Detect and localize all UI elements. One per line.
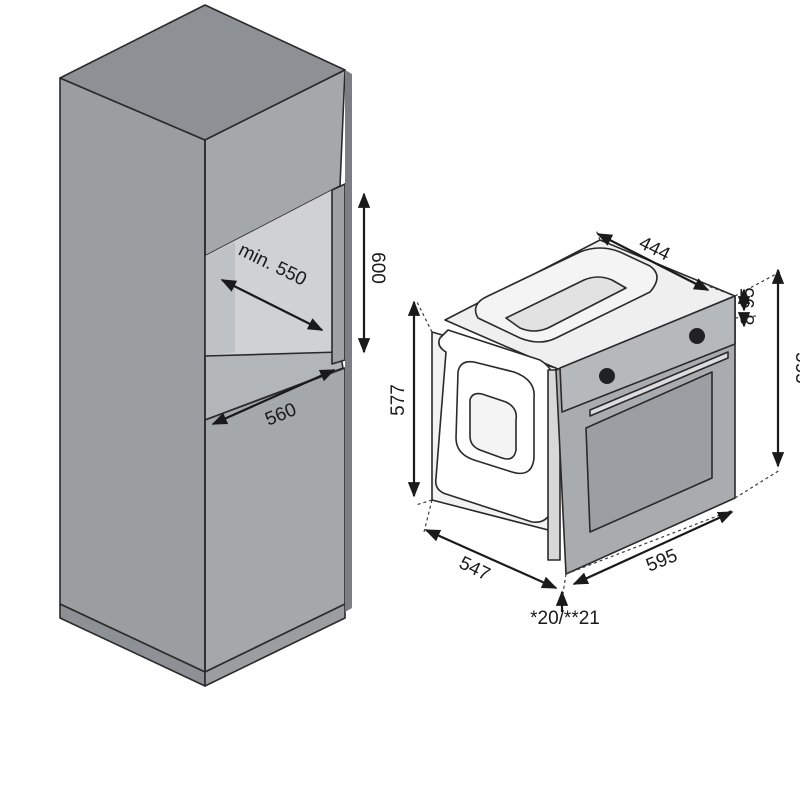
door-handle	[589, 351, 729, 417]
right-knob	[689, 328, 705, 344]
height-label: 595	[791, 352, 800, 384]
inner-height-label: 577	[388, 384, 409, 416]
tall-cabinet	[59, 4, 352, 687]
niche-left-wall	[205, 242, 235, 356]
top-offset-label: 95	[738, 287, 759, 308]
niche-width-arrow	[211, 368, 336, 426]
oven-dimensions: 444 95 8 595 577 547 595 *20/**21	[388, 233, 800, 629]
niche-height-label: 600	[367, 252, 388, 284]
left-knob	[599, 368, 615, 384]
cabinet-side-panel	[59, 77, 206, 673]
front-width-arrow	[572, 510, 734, 586]
body-depth-arrow	[424, 528, 558, 590]
cabinet-plinth-front	[204, 603, 346, 687]
cabinet-right-stile	[331, 183, 346, 365]
oven	[431, 239, 736, 575]
top-gap-label: 8	[738, 315, 759, 326]
door-window	[585, 371, 713, 533]
depth-top-arrow	[596, 233, 710, 291]
cabinet-edge-strip	[345, 70, 352, 612]
niche-depth-arrow	[220, 279, 324, 331]
panel-offset-label: *20/**21	[530, 608, 600, 629]
oven-side-window-inner	[469, 392, 518, 460]
